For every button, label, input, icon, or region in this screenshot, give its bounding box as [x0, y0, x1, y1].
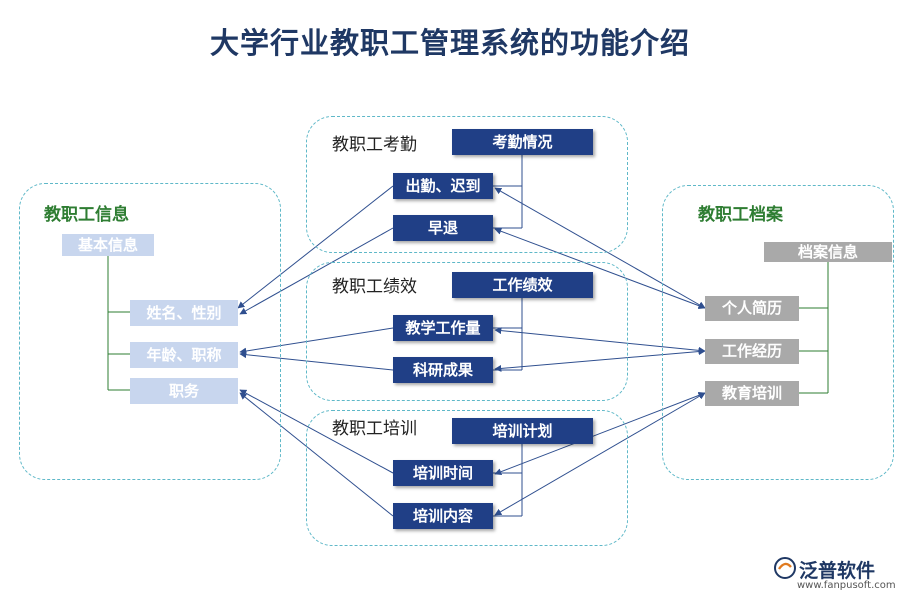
attendance-header: 考勤情况 [452, 129, 593, 155]
training-panel [306, 410, 628, 546]
training-label: 教职工培训 [332, 419, 417, 439]
attendance-item-early-leave: 早退 [393, 215, 493, 241]
attendance-item-late: 出勤、迟到 [393, 173, 493, 199]
left-panel-label: 教职工信息 [44, 205, 129, 225]
attendance-label: 教职工考勤 [332, 135, 417, 155]
right-panel-header: 档案信息 [764, 242, 892, 262]
performance-panel [306, 262, 628, 401]
attendance-panel [306, 116, 628, 253]
performance-item-teaching: 教学工作量 [393, 315, 493, 341]
logo-icon [774, 557, 796, 579]
page-title: 大学行业教职工管理系统的功能介绍 [209, 26, 690, 60]
left-item-position: 职务 [130, 378, 238, 404]
training-item-content: 培训内容 [393, 503, 493, 529]
training-header: 培训计划 [452, 418, 593, 444]
training-item-time: 培训时间 [393, 460, 493, 486]
right-panel-label: 教职工档案 [698, 205, 783, 225]
right-item-work-history: 工作经历 [705, 339, 799, 364]
logo-url: www.fanpusoft.com [797, 580, 896, 591]
left-tree-lines [107, 256, 829, 394]
left-panel [19, 183, 281, 480]
brand-logo: 泛普软件 www.fanpusoft.com [773, 556, 896, 596]
performance-label: 教职工绩效 [332, 277, 417, 297]
performance-header: 工作绩效 [452, 272, 593, 298]
performance-item-research: 科研成果 [393, 357, 493, 383]
left-panel-header: 基本信息 [62, 234, 154, 256]
left-item-age-title: 年龄、职称 [130, 342, 238, 368]
right-item-education: 教育培训 [705, 381, 799, 406]
logo-name: 泛普软件 [799, 560, 876, 582]
left-item-name-gender: 姓名、性别 [130, 300, 238, 326]
right-item-resume: 个人简历 [705, 296, 799, 321]
right-panel [662, 185, 894, 480]
